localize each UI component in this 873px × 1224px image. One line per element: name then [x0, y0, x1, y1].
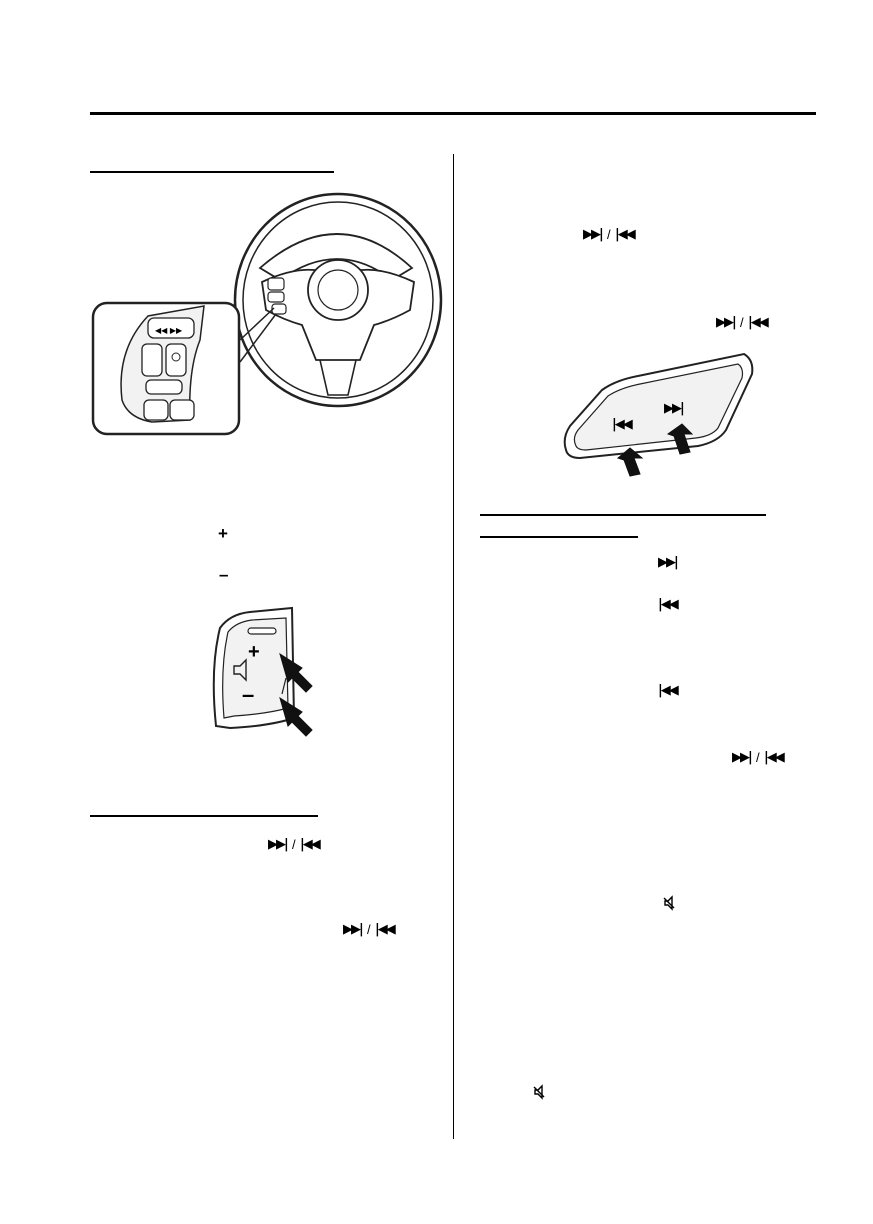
column-divider	[453, 154, 454, 1139]
next-track-icon: ▶▶|	[658, 555, 679, 570]
symbol-separator: /	[607, 227, 611, 242]
next-track-icon: ▶▶|	[583, 227, 604, 242]
section-heading-rule-2	[90, 815, 318, 817]
previous-track-icon: |◀◀	[300, 837, 321, 852]
section-heading-rule-3	[480, 514, 766, 516]
previous-track-icon: |◀◀	[658, 683, 679, 698]
svg-text:|◀◀: |◀◀	[612, 417, 633, 432]
section-heading-rule-1	[90, 171, 334, 173]
volume-down-minus-icon: –	[219, 565, 229, 584]
svg-text:–: –	[242, 682, 254, 707]
next-track-icon: ▶▶|	[732, 750, 753, 765]
symbol-separator: /	[756, 750, 760, 765]
volume-switch-illustration: + –	[212, 606, 313, 737]
next-track-icon: ▶▶|	[343, 922, 364, 937]
previous-track-icon: |◀◀	[615, 227, 636, 242]
mute-icon	[663, 895, 675, 911]
steering-wheel-illustration: ◀◀ ▶▶	[91, 192, 443, 436]
symbol-separator: /	[740, 315, 744, 330]
svg-text:◀◀ ▶▶: ◀◀ ▶▶	[155, 326, 183, 335]
seek-switch-illustration: |◀◀ ▶▶|	[563, 352, 754, 477]
svg-text:+: +	[248, 641, 260, 663]
next-track-icon: ▶▶|	[268, 837, 289, 852]
page-top-rule	[90, 112, 816, 115]
svg-text:▶▶|: ▶▶|	[664, 401, 684, 416]
volume-up-plus-icon: +	[218, 524, 228, 543]
symbol-separator: /	[292, 837, 296, 852]
previous-track-icon: |◀◀	[748, 315, 769, 330]
previous-track-icon: |◀◀	[658, 597, 679, 612]
previous-track-icon: |◀◀	[375, 922, 396, 937]
section-heading-rule-3b	[480, 536, 638, 538]
previous-track-icon: |◀◀	[764, 750, 785, 765]
symbol-separator: /	[367, 922, 371, 937]
next-track-icon: ▶▶|	[716, 315, 737, 330]
mute-icon	[533, 1084, 545, 1100]
